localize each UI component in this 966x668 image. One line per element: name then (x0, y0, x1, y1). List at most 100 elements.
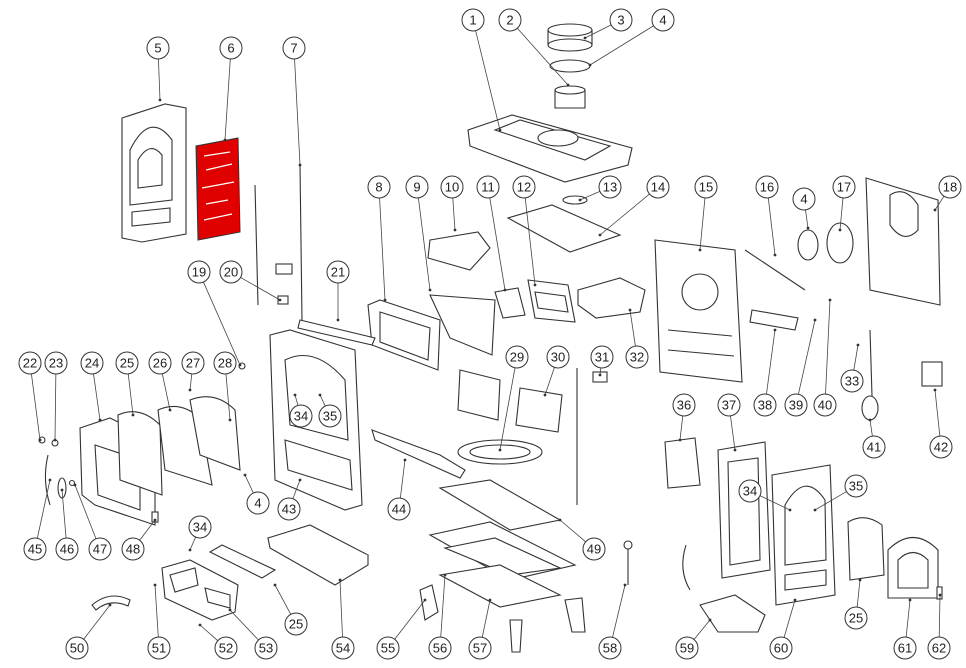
callout-circle (326, 260, 350, 284)
callout-label: 35 (323, 409, 337, 424)
part-flue-collar (554, 85, 586, 109)
part-small-plate (494, 287, 526, 319)
part-hinge-59 (682, 544, 691, 591)
part-flat-plate (506, 204, 622, 253)
part-tray-57 (438, 564, 562, 608)
leader-end-c12 (533, 283, 537, 287)
leader-end-c23 (53, 438, 57, 442)
callout-c46: 46 (55, 537, 79, 561)
callout-circle (440, 175, 464, 199)
callout-label: 50 (70, 641, 84, 656)
leader-line-c57 (481, 599, 491, 638)
part-throat-plate (429, 294, 496, 356)
callout-circle (376, 636, 400, 660)
part-ring-46 (57, 477, 67, 499)
callout-label: 28 (218, 356, 232, 371)
callout-circle (609, 8, 633, 32)
leader-line-c4a (589, 25, 654, 66)
callout-label: 59 (680, 641, 694, 656)
part-damper-box (577, 277, 646, 319)
part-rod-33 (869, 329, 873, 397)
leader-end-c32 (628, 308, 632, 312)
part-side-panel-left (121, 103, 187, 243)
leader-line-c50 (83, 604, 111, 640)
leader-end-c5 (158, 98, 162, 102)
leader-end-c57 (488, 598, 492, 602)
callout-label: 15 (699, 180, 713, 195)
callout-circle (755, 175, 779, 199)
leader-line-c35a (319, 394, 326, 407)
callout-label: 29 (510, 350, 524, 365)
leader-end-c60 (793, 598, 797, 602)
callout-label: 26 (153, 356, 167, 371)
part-leg-55 (419, 584, 439, 621)
leader-end-c19 (238, 363, 242, 367)
callout-c45: 45 (23, 537, 47, 561)
callout-c6: 6 (219, 36, 243, 60)
leader-line-c62 (938, 594, 941, 638)
callout-circle (214, 636, 238, 660)
callout-circle (546, 345, 570, 369)
leader-end-c25a (131, 413, 135, 417)
leader-line-c34c (189, 536, 196, 551)
callout-c14: 14 (646, 175, 670, 199)
callout-label: 54 (336, 641, 350, 656)
part-plate-36 (664, 437, 701, 489)
part-glass-25c (847, 517, 885, 581)
callout-circle (927, 636, 951, 660)
callout-c27: 27 (181, 351, 205, 375)
callout-c34b: 34 (738, 479, 762, 503)
callout-label: 23 (49, 356, 63, 371)
leader-end-c45 (48, 478, 52, 482)
leader-line-c56 (440, 574, 446, 638)
callout-label: 32 (630, 350, 644, 365)
callout-circle (505, 345, 529, 369)
callout-label: 51 (152, 641, 166, 656)
leader-line-c10 (452, 197, 456, 231)
part-ashpan-54 (266, 524, 370, 586)
callout-label: 3 (617, 13, 624, 28)
leader-line-c1 (475, 30, 501, 131)
callout-c29: 29 (505, 345, 529, 369)
leader-end-c25c (858, 578, 862, 582)
leader-line-c14 (599, 193, 650, 236)
part-baffle (367, 299, 441, 371)
callout-c25c: 25 (844, 606, 868, 630)
leader-end-c56 (443, 573, 447, 577)
callout-label: 22 (23, 356, 37, 371)
leader-line-c35b (814, 491, 847, 511)
leader-line-c23 (54, 373, 57, 441)
callout-label: 1 (469, 13, 476, 28)
callout-c32: 32 (625, 345, 649, 369)
part-gasket-small (797, 229, 819, 261)
leader-line-c17 (839, 197, 844, 231)
callout-c52: 52 (214, 636, 238, 660)
callout-circle (44, 351, 68, 375)
leader-line-c29 (499, 367, 516, 451)
callout-circle (428, 636, 452, 660)
callout-circle (387, 497, 411, 521)
callout-c39: 39 (784, 393, 808, 417)
leader-end-c28 (228, 418, 232, 422)
callout-circle (23, 537, 47, 561)
leader-line-c54 (339, 579, 343, 638)
callout-circle (284, 612, 308, 636)
callout-label: 40 (818, 398, 832, 413)
callout-label: 16 (760, 180, 774, 195)
callout-label: 21 (331, 265, 345, 280)
callout-circle (832, 175, 856, 199)
callout-label: 35 (849, 479, 863, 494)
callout-circle (188, 515, 212, 539)
part-slab-59 (699, 594, 766, 633)
callout-c57: 57 (468, 636, 492, 660)
callout-label: 5 (154, 41, 161, 56)
leader-end-c42 (933, 388, 937, 392)
callout-c4a: 4 (651, 8, 675, 32)
leader-end-c38 (773, 328, 777, 332)
callout-c53: 53 (254, 636, 278, 660)
callout-circle (769, 636, 793, 660)
leader-end-c36 (678, 438, 682, 442)
callout-label: 36 (677, 398, 691, 413)
part-top-plate (467, 114, 633, 183)
callout-c30: 30 (546, 345, 570, 369)
